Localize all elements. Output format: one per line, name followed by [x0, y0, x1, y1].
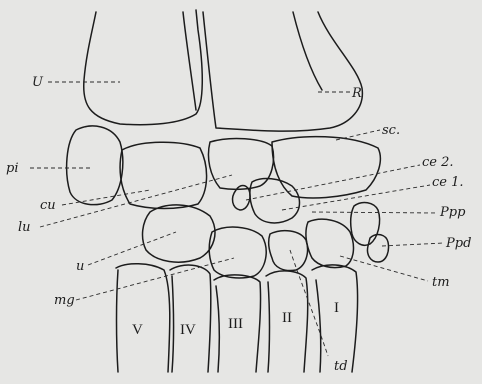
- centrale-1: [250, 179, 300, 223]
- label-ce1: ce 1.: [432, 175, 464, 190]
- cuneiform: [120, 142, 207, 208]
- radius-shaft-line: [293, 12, 322, 90]
- radius: [203, 12, 362, 131]
- label-R: R: [351, 86, 362, 101]
- leader-Ppp: [312, 212, 438, 213]
- label-U: U: [32, 75, 44, 90]
- prepollex-proximal: [351, 203, 380, 246]
- metacarpal-label-II: II: [282, 310, 292, 326]
- label-td: td: [334, 359, 348, 374]
- scaphoid: [272, 137, 380, 198]
- label-pi: pi: [6, 161, 18, 176]
- trapezium: [306, 219, 354, 267]
- label-Ppd: Ppd: [445, 236, 471, 251]
- magnum: [209, 227, 266, 278]
- metacarpal-I: [312, 265, 358, 372]
- label-sc: sc.: [382, 123, 400, 138]
- prepollex-distal: [367, 235, 388, 262]
- leader-Ppd: [382, 243, 444, 246]
- leader-lu: [40, 175, 232, 227]
- label-tm: tm: [432, 275, 450, 290]
- metacarpal-label-V: V: [132, 322, 143, 338]
- unciform: [143, 205, 215, 262]
- metacarpal-label-III: III: [228, 316, 243, 332]
- label-mg: mg: [54, 293, 75, 308]
- label-lu: lu: [18, 220, 31, 235]
- lunatum: [208, 139, 273, 190]
- metacarpal-label-I: I: [334, 300, 339, 316]
- pisiform: [67, 126, 123, 205]
- metacarpal-V: [116, 264, 170, 372]
- ulna-shaft-line: [183, 12, 196, 110]
- label-cu: cu: [40, 198, 56, 213]
- metacarpal-IV: [170, 265, 211, 372]
- trapezoid: [269, 231, 308, 271]
- label-ce2: ce 2.: [422, 155, 454, 170]
- metacarpal-label-IV: IV: [180, 322, 196, 338]
- label-Ppp: Ppp: [439, 205, 466, 220]
- label-u: u: [76, 259, 84, 274]
